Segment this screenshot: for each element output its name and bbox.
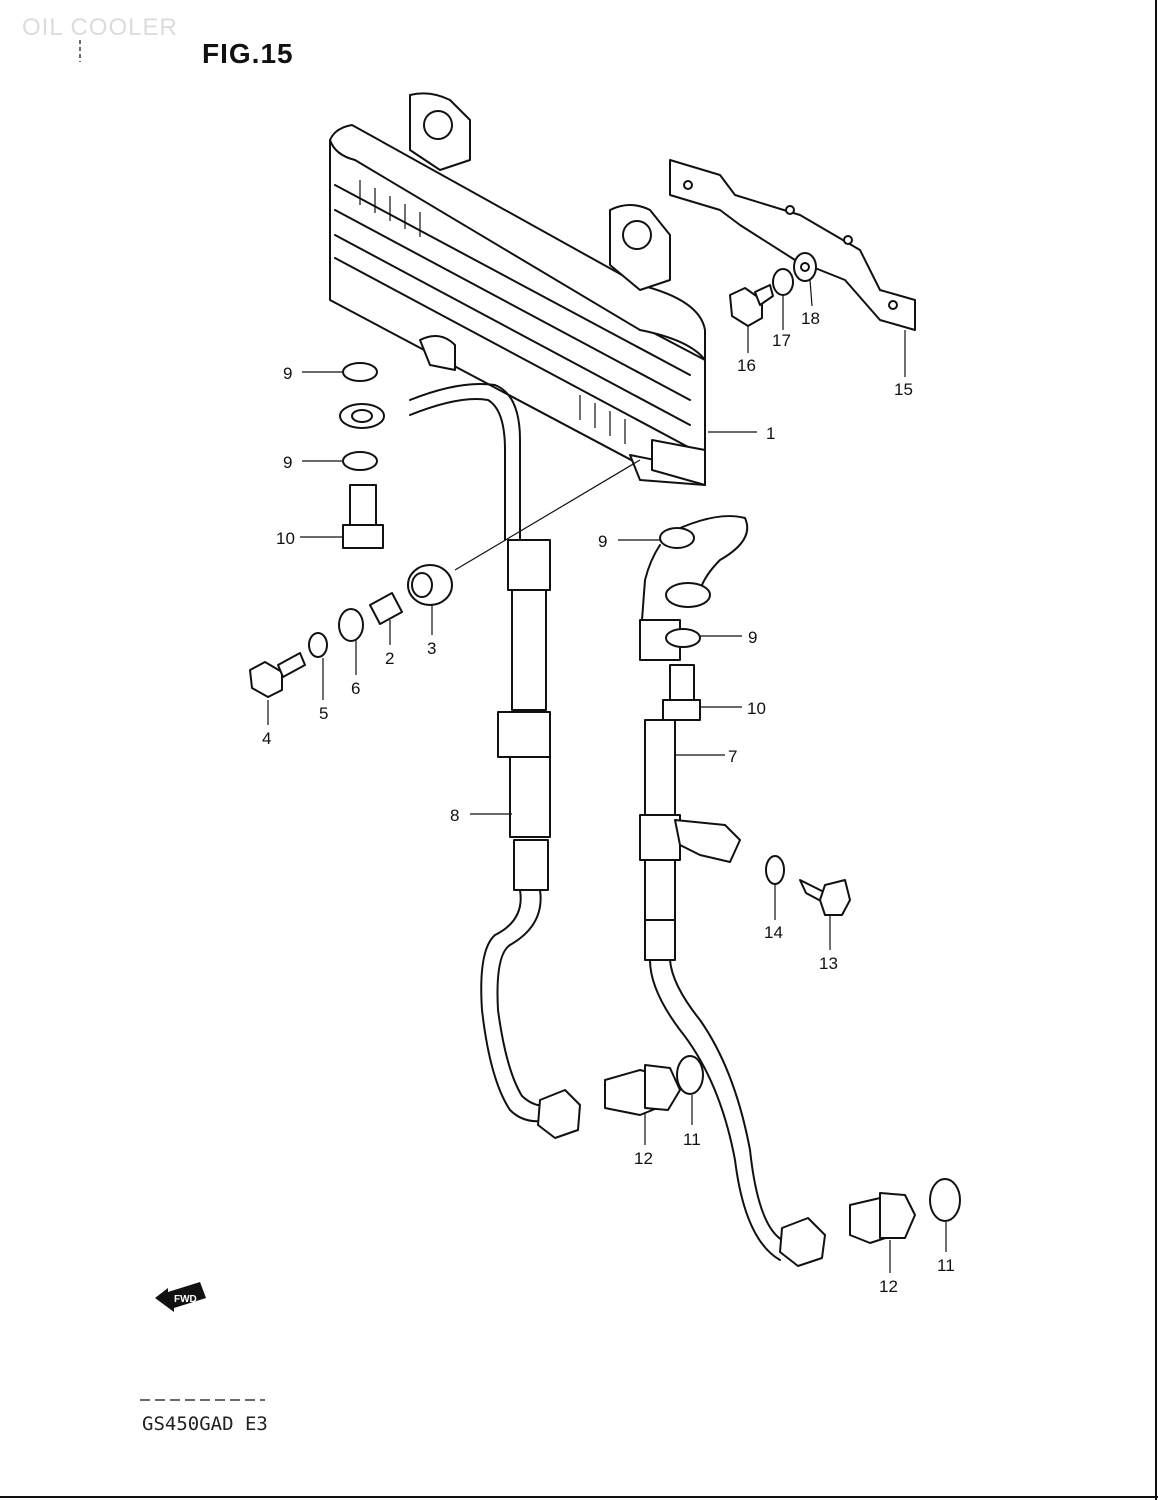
fwd-label: FWD xyxy=(174,1294,197,1305)
gasket-9-right-upper xyxy=(659,527,695,549)
o-ring-11-right xyxy=(929,1178,961,1222)
washer-5 xyxy=(308,632,328,658)
callouts: 1 2 3 4 5 6 7 8 9 9 9 9 10 10 11 11 12 1… xyxy=(262,309,955,1296)
union-bolt-10-left xyxy=(342,484,384,549)
collar-2 xyxy=(369,592,403,625)
callout-17: 17 xyxy=(772,331,791,350)
callout-5: 5 xyxy=(319,704,328,723)
callout-12a: 12 xyxy=(634,1149,653,1168)
callout-6: 6 xyxy=(351,679,360,698)
bolt-16 xyxy=(729,284,774,327)
figure-label: FIG.15 xyxy=(202,38,294,69)
bolt-13 xyxy=(799,879,851,916)
grommet-3 xyxy=(407,564,453,606)
washer-17 xyxy=(772,268,794,296)
o-ring-11-left xyxy=(676,1055,704,1095)
callout-leaders xyxy=(267,279,947,1273)
union-12-left xyxy=(604,1064,681,1116)
callout-4: 4 xyxy=(262,729,271,748)
bolt-4 xyxy=(249,652,306,698)
callout-16: 16 xyxy=(737,356,756,375)
callout-7: 7 xyxy=(728,747,737,766)
callout-15: 15 xyxy=(894,380,913,399)
washer-6 xyxy=(338,608,364,642)
washer-14 xyxy=(765,855,785,885)
callout-1: 1 xyxy=(766,424,775,443)
callout-11b: 11 xyxy=(937,1256,955,1275)
forward-arrow-icon: FWD xyxy=(155,1282,206,1312)
gasket-9-right-lower xyxy=(665,628,701,648)
callout-9d: 9 xyxy=(748,628,757,647)
callout-14: 14 xyxy=(764,923,783,942)
callout-12b: 12 xyxy=(879,1277,898,1296)
callout-18: 18 xyxy=(801,309,820,328)
callout-9b: 9 xyxy=(283,453,292,472)
section-title: OIL COOLER xyxy=(22,14,178,41)
callout-9c: 9 xyxy=(598,532,607,551)
union-12-right xyxy=(849,1192,916,1244)
callout-3: 3 xyxy=(427,639,436,658)
callout-13: 13 xyxy=(819,954,838,973)
callout-11a: 11 xyxy=(683,1130,701,1149)
oil-cooler xyxy=(329,92,706,486)
callout-9a: 9 xyxy=(283,364,292,383)
callout-10a: 10 xyxy=(276,529,295,548)
oil-hose-8 xyxy=(339,383,581,1139)
callout-2: 2 xyxy=(385,649,394,668)
callout-8: 8 xyxy=(450,806,459,825)
callout-10b: 10 xyxy=(747,699,766,718)
oil-hose-7 xyxy=(639,515,826,1267)
gasket-9-upper xyxy=(342,362,378,382)
union-bolt-10-right xyxy=(662,664,701,721)
bracket xyxy=(669,159,916,331)
gasket-9-lower xyxy=(342,451,378,471)
model-code: GS450GAD E3 xyxy=(142,1413,268,1435)
